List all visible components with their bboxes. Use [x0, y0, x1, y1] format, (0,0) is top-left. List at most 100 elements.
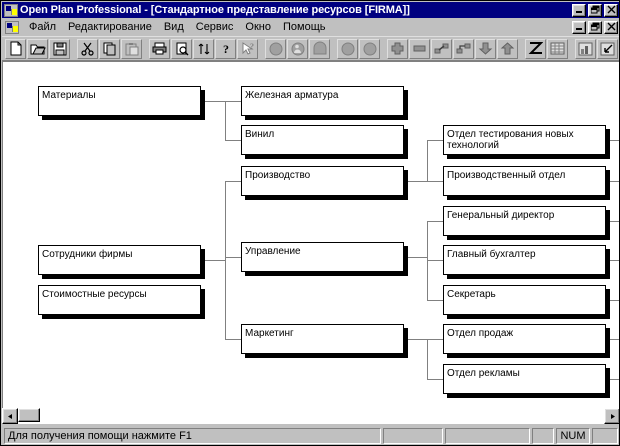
- menu-item-help[interactable]: Помощь: [282, 20, 326, 33]
- scroll-left-arrow-icon[interactable]: [2, 408, 18, 424]
- resource-person-icon[interactable]: [287, 38, 308, 59]
- scroll-thumb[interactable]: [18, 408, 40, 422]
- move-up-icon[interactable]: [497, 38, 518, 59]
- connector-line-horizontal: [225, 257, 241, 258]
- diagram-node-materialy[interactable]: Материалы: [38, 86, 201, 116]
- diagram-node-label: Винил: [245, 129, 275, 140]
- help-question-icon[interactable]: ?: [215, 38, 236, 59]
- diagram-node-stoim-resursy[interactable]: Стоимостные ресурсы: [38, 285, 201, 315]
- diagram-node-vinil[interactable]: Винил: [241, 125, 404, 155]
- connector-line-horizontal: [606, 339, 619, 340]
- connector-line-vertical: [427, 339, 428, 379]
- connector-line-vertical: [225, 101, 226, 141]
- document-icon[interactable]: [5, 20, 19, 34]
- status-panel-5: [592, 428, 618, 444]
- connector-line-horizontal: [427, 221, 443, 222]
- connector-line-horizontal: [201, 260, 225, 261]
- application-icon: [4, 3, 18, 17]
- diagram-node-proizvodstvo[interactable]: Производство: [241, 166, 404, 196]
- mdi-close-button[interactable]: [604, 20, 618, 34]
- step-link-icon[interactable]: [453, 38, 474, 59]
- zigzag-icon[interactable]: [525, 38, 546, 59]
- menu-item-edit[interactable]: Редактирование: [68, 20, 152, 33]
- diagram-node-sotrudniki[interactable]: Сотрудники фирмы: [38, 245, 201, 275]
- resource-circle-icon[interactable]: [265, 38, 286, 59]
- menu-item-window[interactable]: Окно: [245, 20, 271, 33]
- new-icon[interactable]: [5, 38, 26, 59]
- open-folder-icon[interactable]: [27, 38, 48, 59]
- sort-icon[interactable]: [193, 38, 214, 59]
- diagram-node-gl-buhgalter[interactable]: Главный бухгалтер: [443, 245, 606, 275]
- diagram-node-label: Материалы: [42, 90, 96, 101]
- plus-add-icon[interactable]: [387, 38, 408, 59]
- close-button[interactable]: [604, 3, 618, 17]
- menu-item-view[interactable]: Вид: [163, 20, 184, 33]
- help-arrow-icon[interactable]: ?: [237, 38, 258, 59]
- menu-item-file[interactable]: Файл: [29, 20, 57, 33]
- mdi-window-controls: [572, 20, 618, 34]
- save-disk-icon[interactable]: [49, 38, 70, 59]
- diagram-node-proizv-otdel[interactable]: Производственный отдел: [443, 166, 606, 196]
- circle-filled-icon[interactable]: [337, 38, 358, 59]
- fullscreen-icon[interactable]: [597, 38, 618, 59]
- connector-line-vertical: [427, 140, 428, 181]
- connector-line-horizontal: [606, 260, 619, 261]
- status-hint: Для получения помощи нажмите F1: [4, 428, 381, 444]
- diagram-node-marketing[interactable]: Маркетинг: [241, 324, 404, 354]
- mdi-minimize-button[interactable]: [572, 20, 586, 34]
- diagram-node-label: Сотрудники фирмы: [42, 249, 133, 260]
- minus-remove-icon[interactable]: [409, 38, 430, 59]
- diagram-node-label: Генеральный директор: [447, 210, 555, 221]
- connector-line-horizontal: [404, 257, 427, 258]
- cut-scissors-icon[interactable]: [77, 38, 98, 59]
- status-panel-3: [532, 428, 554, 444]
- diagram-node-label: Производственный отдел: [447, 170, 566, 181]
- connector-line-horizontal: [201, 101, 225, 102]
- diagram-node-zhelezarm[interactable]: Железная арматура: [241, 86, 404, 116]
- diagram-node-label: Управление: [245, 246, 301, 257]
- copy-icon[interactable]: [99, 38, 120, 59]
- link-icon[interactable]: [431, 38, 452, 59]
- mdi-restore-button[interactable]: [588, 20, 602, 34]
- connector-line-horizontal: [606, 140, 619, 141]
- connector-line-horizontal: [427, 379, 443, 380]
- paste-clipboard-icon[interactable]: [121, 38, 142, 59]
- resource-shape-icon[interactable]: [309, 38, 330, 59]
- window-title: Open Plan Professional - [Стандартное пр…: [20, 4, 410, 16]
- connector-line-horizontal: [225, 181, 241, 182]
- move-down-icon[interactable]: [475, 38, 496, 59]
- connector-line-horizontal: [606, 221, 619, 222]
- scroll-track[interactable]: [18, 408, 604, 424]
- chart-icon[interactable]: [575, 38, 596, 59]
- print-preview-icon[interactable]: [171, 38, 192, 59]
- connector-line-horizontal: [225, 140, 241, 141]
- diagram-node-label: Производство: [245, 170, 311, 181]
- diagram-node-label: Маркетинг: [245, 328, 294, 339]
- diagram-node-otdel-reklamy[interactable]: Отдел рекламы: [443, 364, 606, 394]
- horizontal-scrollbar[interactable]: [2, 408, 619, 424]
- diagram-node-label: Отдел продаж: [447, 328, 514, 339]
- connector-line-horizontal: [427, 140, 443, 141]
- connector-line-horizontal: [427, 181, 443, 182]
- diagram-node-sekretar[interactable]: Секретарь: [443, 285, 606, 315]
- restore-button[interactable]: [588, 3, 602, 17]
- circle-filled-2-icon[interactable]: [359, 38, 380, 59]
- connector-line-horizontal: [225, 101, 241, 102]
- connector-line-horizontal: [225, 339, 241, 340]
- menu-item-tools[interactable]: Сервис: [195, 20, 234, 33]
- minimize-button[interactable]: [572, 3, 586, 17]
- title-bar[interactable]: Open Plan Professional - [Стандартное пр…: [2, 2, 619, 18]
- diagram-node-label: Отдел тестирования новых технологий: [447, 129, 574, 151]
- grid-table-icon[interactable]: [547, 38, 568, 59]
- scroll-right-arrow-icon[interactable]: [604, 408, 619, 424]
- diagram-node-otdel-test[interactable]: Отдел тестирования новых технологий: [443, 125, 606, 155]
- diagram-node-label: Стоимостные ресурсы: [42, 289, 147, 300]
- diagram-node-otdel-prodazh[interactable]: Отдел продаж: [443, 324, 606, 354]
- print-icon[interactable]: [149, 38, 170, 59]
- diagram-node-gen-direktor[interactable]: Генеральный директор: [443, 206, 606, 236]
- diagram-node-upravlenie[interactable]: Управление: [241, 242, 404, 272]
- status-panel-2: [445, 428, 530, 444]
- diagram-node-label: Секретарь: [447, 289, 496, 300]
